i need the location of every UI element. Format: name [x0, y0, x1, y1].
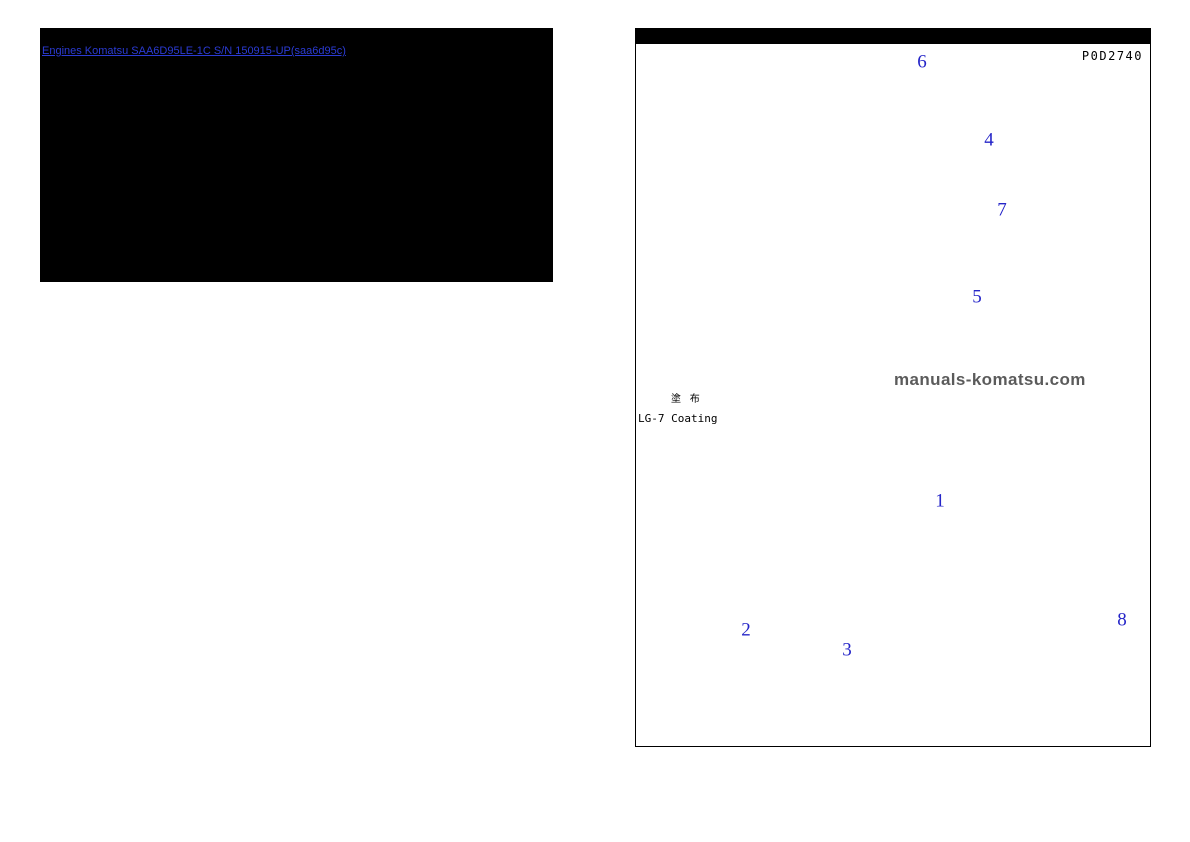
- coating-label: LG-7 Coating: [638, 412, 718, 425]
- callout-number-4: 4: [984, 129, 994, 151]
- parts-diagram-panel: P0D2740 manuals-komatsu.com 塗 布 LG-7 Coa…: [635, 28, 1151, 747]
- diagram-code: P0D2740: [1081, 49, 1143, 63]
- watermark-text: manuals-komatsu.com: [894, 370, 1086, 389]
- engine-model-link[interactable]: Engines Komatsu SAA6D95LE-1C S/N 150915-…: [42, 45, 346, 57]
- panel-header-bar: [636, 29, 1150, 44]
- left-black-panel: Engines Komatsu SAA6D95LE-1C S/N 150915-…: [40, 28, 553, 282]
- callout-number-2: 2: [741, 619, 751, 641]
- callout-number-6: 6: [917, 51, 927, 73]
- callout-number-8: 8: [1117, 609, 1127, 631]
- callout-number-3: 3: [842, 639, 852, 661]
- coating-cjk-label: 塗 布: [671, 394, 703, 405]
- callout-number-5: 5: [972, 286, 982, 308]
- callout-number-1: 1: [935, 490, 945, 512]
- callout-number-7: 7: [997, 199, 1007, 221]
